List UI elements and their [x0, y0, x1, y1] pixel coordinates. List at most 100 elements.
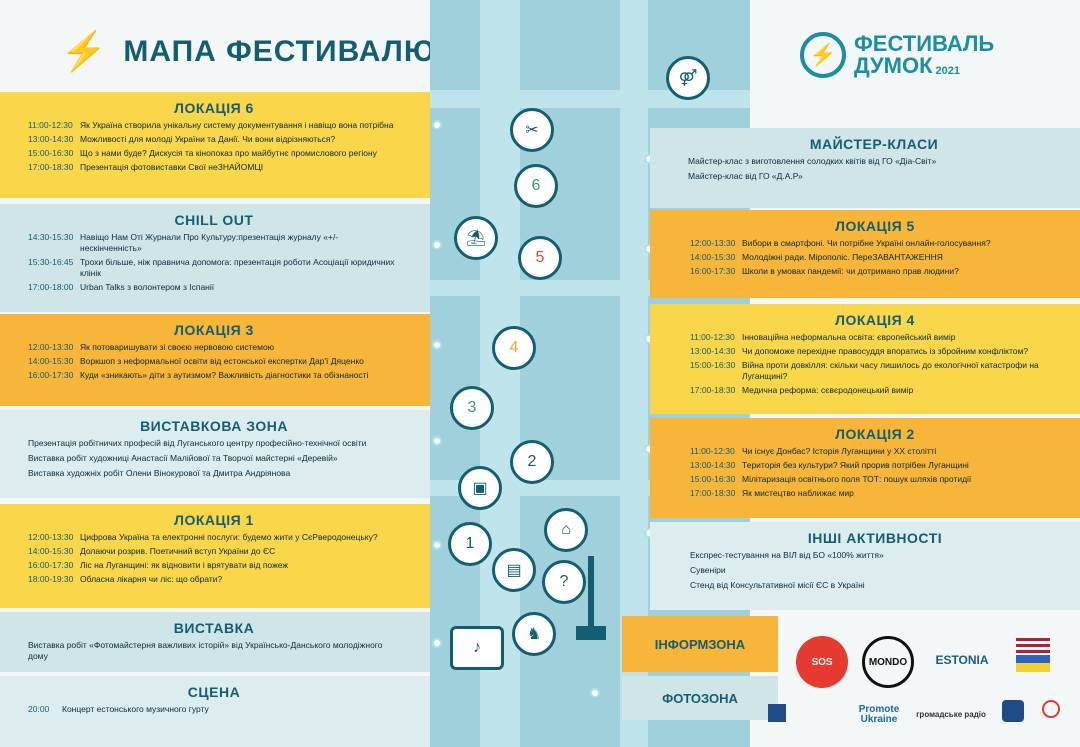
location-2-title: ЛОКАЦІЯ 2 [835, 426, 915, 442]
map-street [430, 90, 750, 108]
stage-title: СЦЕНА [187, 684, 241, 700]
eu-mission-logo [1002, 700, 1024, 722]
stage-icon[interactable]: ♪ [450, 626, 504, 670]
tools-icon[interactable]: ✂ [510, 108, 554, 152]
map-connector-dot [432, 638, 442, 648]
chill-out-title: CHILL OUT [174, 212, 254, 228]
map-connector-dot [590, 688, 600, 698]
map-connector-dot [432, 540, 442, 550]
promote-ukraine-logo: Promote Ukraine [858, 704, 900, 725]
list-item: Майстер-клас від ГО «Д.А.Р» [688, 171, 803, 181]
location-3-marker[interactable]: 3 [450, 386, 494, 430]
cat-icon[interactable]: ♞ [512, 612, 556, 656]
panel-exhibition: ВИСТАВКА Виставка робіт «Фотомайстерня в… [0, 612, 430, 672]
beach-chair-icon[interactable]: ⛱ [454, 216, 498, 260]
other-activities-title: ІНШІ АКТИВНОСТІ [807, 530, 943, 546]
brand-year: 2021 [935, 65, 960, 77]
gallery-icon[interactable]: ▣ [458, 466, 502, 510]
location-6-marker[interactable]: 6 [514, 164, 558, 208]
hromadske-radio-logo: громадське радіо [916, 709, 986, 719]
usa-ukraine-flag-logo [1016, 638, 1050, 672]
map-connector-dot [432, 436, 442, 446]
estonia-logo: ESTONIA [935, 653, 989, 667]
location-3-title: ЛОКАЦІЯ 3 [174, 322, 254, 338]
list-item: Виставка робіт художниці Анастасії Малій… [28, 453, 338, 463]
location-5-marker[interactable]: 5 [518, 236, 562, 280]
sos-logo: SOS [796, 636, 848, 688]
monument-icon [576, 556, 606, 646]
photos-icon[interactable]: ▤ [492, 548, 536, 592]
location-1-title: ЛОКАЦІЯ 1 [174, 512, 254, 528]
location-4-marker[interactable]: 4 [492, 326, 536, 370]
restroom-icon[interactable]: ⚤ [666, 56, 710, 100]
list-item: Виставка художніх робіт Олени Вінокурово… [28, 468, 291, 478]
photo-zone-label: ФОТОЗОНА [622, 676, 778, 720]
panel-master-classes: МАЙСТЕР-КЛАСИ Майстер-клас з виготовленн… [650, 128, 1080, 208]
location-2-marker[interactable]: 2 [510, 440, 554, 484]
location-1-marker[interactable]: 1 [448, 522, 492, 566]
brand-line1: ФЕСТИВАЛЬ [854, 31, 995, 56]
panel-exhibition-zone: ВИСТАВКОВА ЗОНА Презентація робітничих п… [0, 410, 430, 498]
list-item: Виставка робіт «Фотомайстерня важливих і… [28, 640, 383, 661]
map-connector-dot [432, 340, 442, 350]
list-item: Стенд від Консультативної місії ЄС в Укр… [690, 580, 865, 590]
exhibition-title: ВИСТАВКА [173, 620, 255, 636]
location-6-title: ЛОКАЦІЯ 6 [174, 100, 254, 116]
list-item: Сувеніри [690, 565, 726, 575]
master-classes-title: МАЙСТЕР-КЛАСИ [809, 136, 939, 152]
brand-line2: ДУМОК [854, 53, 933, 78]
exhibition-zone-title: ВИСТАВКОВА ЗОНА [140, 418, 288, 434]
question-icon[interactable]: ? [542, 560, 586, 604]
map-connector-dot [432, 240, 442, 250]
location-5-title: ЛОКАЦІЯ 5 [835, 218, 915, 234]
mondo-logo: MONDO [862, 636, 914, 688]
panel-other-activities: ІНШІ АКТИВНОСТІ Експрес-тестування на ВІ… [650, 522, 1080, 610]
shop-icon[interactable]: ⌂ [544, 508, 588, 552]
estonian-embassy-logo [768, 704, 786, 722]
map-connector-dot [432, 120, 442, 130]
header-left: ⚡ МАПА ФЕСТИВАЛЮ [60, 30, 436, 74]
partner-logo [1042, 700, 1060, 718]
info-zone-label: ІНФОРМЗОНА [622, 616, 778, 672]
page-title: МАПА ФЕСТИВАЛЮ [123, 35, 436, 68]
brand-lightning-icon: ⚡ [800, 32, 846, 78]
brand-logo: ⚡ ФЕСТИВАЛЬ ДУМОК 2021 [800, 32, 994, 78]
list-item: Презентація робітничих професій від Луга… [28, 438, 367, 448]
location-4-title: ЛОКАЦІЯ 4 [835, 312, 915, 328]
list-item: Експрес-тестування на ВІЛ від БО «100% ж… [690, 550, 884, 560]
